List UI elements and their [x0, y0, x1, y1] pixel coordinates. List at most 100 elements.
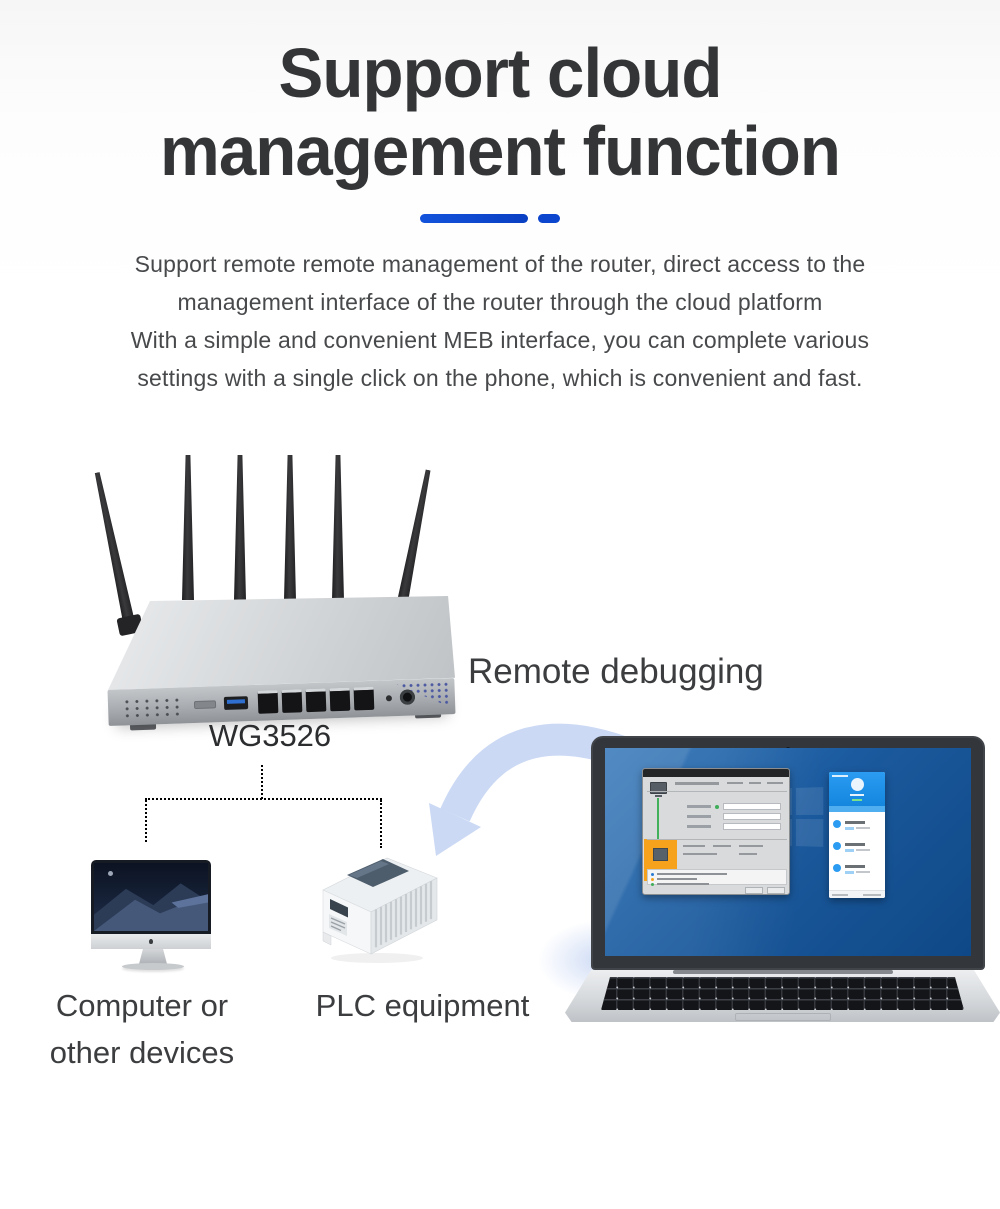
router-antenna: [234, 455, 246, 600]
panel-header: [829, 772, 885, 806]
usb-port: [223, 696, 249, 710]
log-dot: [651, 883, 654, 886]
table-divider: [647, 839, 787, 840]
description-line: management interface of the router throu…: [177, 289, 823, 315]
router-illustration: [85, 450, 465, 750]
item-icon-dot: [833, 820, 841, 828]
router-antenna: [332, 455, 344, 600]
avatar: [850, 778, 864, 791]
scene: WG3526 Remote debugging: [0, 420, 1000, 1209]
app-window-title-bar: [643, 769, 789, 777]
imac-illustration: [88, 858, 218, 973]
reset-button: [385, 695, 393, 702]
imac-screen: [91, 860, 211, 934]
management-app-window: [642, 768, 790, 895]
description-line: settings with a single click on the phon…: [137, 365, 863, 391]
router-antenna: [182, 455, 194, 600]
description-line: With a simple and convenient MEB interfa…: [130, 327, 870, 353]
laptop-wallpaper: [605, 748, 971, 956]
log-dot: [651, 878, 654, 881]
ethernet-port: [329, 687, 351, 712]
ethernet-port: [257, 690, 279, 714]
imac-wallpaper: [94, 863, 208, 931]
plc-mount-tab: [322, 931, 332, 946]
table-divider: [647, 791, 787, 792]
title-line-2: management function: [160, 112, 841, 190]
item-icon-dot: [833, 842, 841, 850]
plc-shadow: [331, 953, 423, 963]
form-input: [723, 803, 781, 810]
title-divider: [420, 214, 580, 223]
table-row-dashes: [739, 845, 763, 847]
dotted-connector-drop-computer: [145, 800, 147, 842]
log-line: [657, 878, 697, 880]
panel-title-dash: [832, 775, 848, 777]
list-item: [829, 862, 885, 880]
list-item: [829, 818, 885, 836]
table-row-dashes: [683, 853, 717, 855]
log-panel: [647, 869, 787, 886]
imac-stand: [139, 949, 167, 964]
device-chip-icon: [653, 848, 668, 861]
remote-debugging-label: Remote debugging: [468, 652, 764, 691]
form-label-dash: [687, 805, 711, 808]
computer-node-icon: [650, 782, 667, 797]
dialog-button: [745, 887, 763, 894]
dotted-connector-stem: [261, 765, 263, 799]
ethernet-port: [353, 686, 375, 711]
divider-short-bar: [538, 214, 560, 223]
log-line: [657, 873, 727, 875]
ethernet-port: [281, 689, 303, 713]
moon-dot: [108, 871, 113, 876]
imac-chin: [91, 934, 211, 949]
form-input: [723, 823, 781, 830]
computer-label-line-1: Computer or: [55, 988, 229, 1023]
item-icon-dot: [833, 864, 841, 872]
panel-tabs: [829, 806, 885, 812]
log-line: [657, 883, 709, 885]
status-dot-green: [715, 805, 719, 809]
list-item: [829, 840, 885, 858]
divider-long-bar: [420, 214, 528, 223]
led-indicator-grid: [121, 696, 185, 718]
form-label-dash: [687, 815, 711, 818]
table-row-dashes: [683, 845, 705, 847]
form-label-dash: [687, 825, 711, 828]
computer-label: Computer or other devices: [8, 982, 276, 1076]
plc-top-panel: [347, 859, 409, 887]
ethernet-ports: [257, 686, 375, 714]
plc-display-window: [330, 899, 348, 918]
table-header-dashes: [727, 782, 743, 784]
table-header-dashes: [749, 782, 761, 784]
dotted-connector-horizontal: [145, 798, 382, 800]
laptop-keyboard: [601, 977, 964, 1010]
cloud-client-panel: [829, 772, 885, 898]
power-jack: [399, 689, 416, 705]
table-row-dashes: [739, 853, 757, 855]
router-antenna: [284, 455, 296, 600]
intro-paragraph: Support remote remote management of the …: [0, 245, 1000, 397]
username-dash: [850, 794, 864, 796]
plc-vent-slats: [374, 881, 433, 948]
computer-label-line-2: other devices: [49, 1035, 235, 1070]
plc-label-lines: [330, 917, 346, 932]
router-antenna: [91, 471, 136, 628]
table-header-dashes: [675, 782, 719, 785]
online-status-dash: [852, 799, 862, 801]
imac-base: [122, 963, 184, 970]
panel-footer: [829, 890, 885, 898]
plc-illustration: [322, 857, 438, 963]
laptop-trackpad: [735, 1013, 831, 1021]
router-model-label: WG3526: [208, 718, 332, 753]
page-header: Support cloud management function Suppor…: [0, 0, 1000, 397]
laptop-illustration: [565, 730, 1000, 1030]
router-top-face: [108, 596, 455, 690]
plc-equipment-label: PLC equipment: [315, 988, 530, 1023]
plc-top-panel-sheen: [349, 861, 389, 878]
table-header-dashes: [767, 782, 783, 784]
connection-line: [657, 798, 659, 839]
laptop-hinge: [673, 970, 893, 974]
table-row-dashes: [713, 845, 731, 847]
apple-logo-icon: [149, 939, 153, 944]
page-title: Support cloud management function: [20, 34, 980, 190]
